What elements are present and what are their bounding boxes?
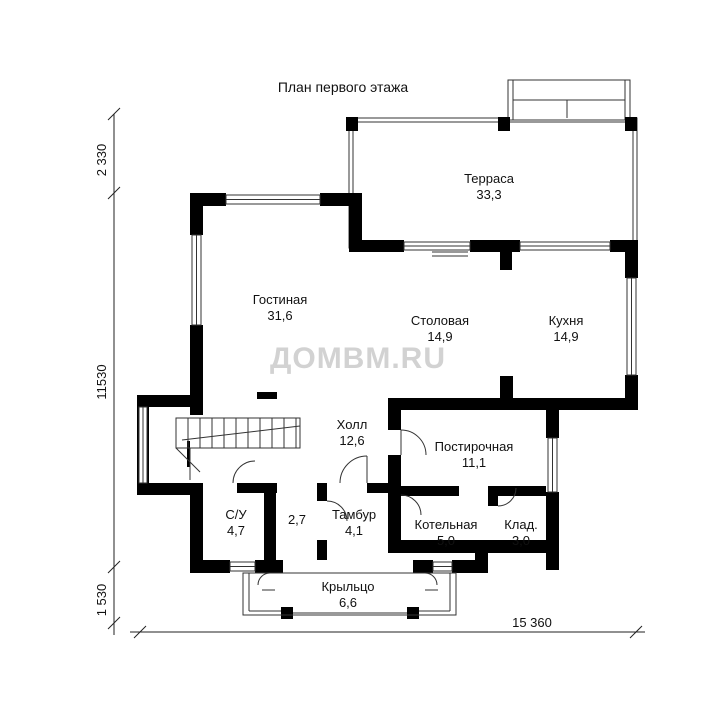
- dimension-lines: [107, 107, 645, 639]
- room-kitchen: Кухня 14,9: [549, 313, 584, 344]
- room-hall: Холл 12,6: [337, 417, 368, 448]
- dimension-left-top: 2 330: [94, 144, 109, 177]
- room-name: Терраса: [464, 171, 515, 186]
- room-name: Гостиная: [253, 292, 308, 307]
- room-area: 31,6: [267, 308, 292, 323]
- room-area: 2,7: [288, 512, 306, 527]
- room-boiler: Котельная 5,0: [415, 517, 478, 548]
- room-area: 4,1: [345, 523, 363, 538]
- windows: [138, 194, 637, 572]
- room-area: 33,3: [476, 187, 501, 202]
- room-area: 5,0: [437, 533, 455, 548]
- room-porch: Крыльцо 6,6: [321, 579, 374, 610]
- sliding-door: [432, 251, 468, 257]
- room-name: Столовая: [411, 313, 469, 328]
- staircase: [175, 417, 301, 480]
- room-area: 4,7: [227, 523, 245, 538]
- dimension-left-bottom: 1 530: [94, 584, 109, 617]
- room-area: 6,6: [339, 595, 357, 610]
- terrace: [346, 79, 638, 249]
- room-name: Тамбур: [332, 507, 376, 522]
- room-wc: С/У 4,7: [225, 507, 247, 538]
- room-name: Крыльцо: [321, 579, 374, 594]
- room-area: 14,9: [553, 329, 578, 344]
- room-area: 11,1: [462, 455, 486, 470]
- room-laundry: Постирочная 11,1: [435, 439, 514, 470]
- room-closet: 2,7: [288, 512, 306, 527]
- room-name: Постирочная: [435, 439, 514, 454]
- dimension-bottom-width: 15 360: [512, 615, 552, 630]
- room-name: Клад.: [504, 517, 538, 532]
- room-living: Гостиная 31,6: [253, 292, 308, 323]
- room-dining: Столовая 14,9: [411, 313, 469, 344]
- walls: [137, 193, 638, 619]
- room-name: Холл: [337, 417, 368, 432]
- room-area: 14,9: [427, 329, 452, 344]
- room-name: С/У: [225, 507, 247, 522]
- room-vestibule: Тамбур 4,1: [332, 507, 376, 538]
- room-terrace: Терраса 33,3: [464, 171, 515, 202]
- room-name: Котельная: [415, 517, 478, 532]
- room-area: 12,6: [339, 433, 364, 448]
- room-pantry: Клад. 3,0: [504, 517, 538, 548]
- watermark: ДОМВМ.RU: [270, 342, 446, 375]
- room-name: Кухня: [549, 313, 584, 328]
- plan-title: План первого этажа: [278, 79, 409, 95]
- room-area: 3,0: [512, 533, 530, 548]
- porch: [242, 572, 457, 616]
- dimension-left-middle: 11530: [94, 364, 109, 399]
